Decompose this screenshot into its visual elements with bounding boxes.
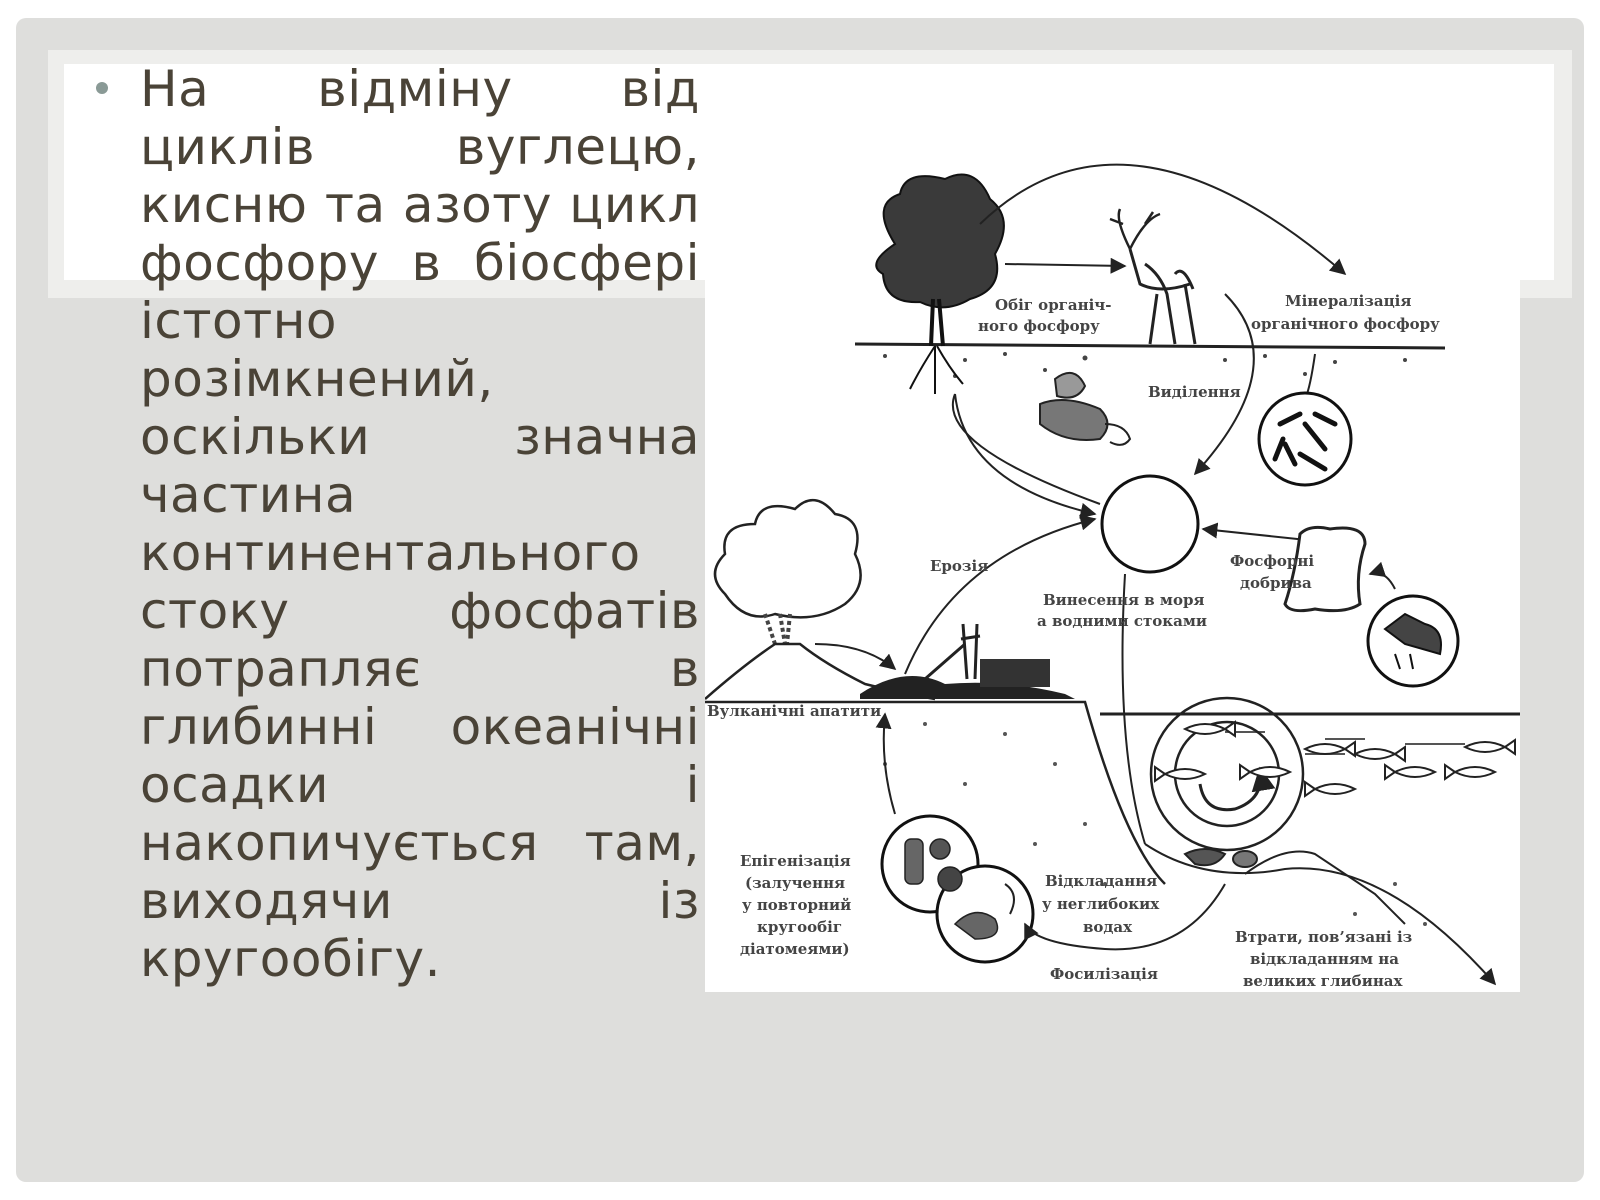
diatom-circles-icon	[880, 814, 1035, 964]
label-runoff-1: Винесення в моря	[1043, 591, 1205, 609]
arrow-top-arc	[979, 163, 1347, 276]
arrow-volcano	[814, 643, 897, 671]
label-epigen-5: діатомеями)	[740, 940, 850, 958]
label-epigen-1: Епігенізація	[740, 852, 851, 870]
guano-bird-icon	[1366, 594, 1460, 688]
label-volcanic: Вулканічні апатити	[707, 702, 881, 720]
label-losses-3: великих глибинах	[1243, 972, 1404, 990]
bullet-icon	[96, 82, 108, 94]
label-epigen-2: (залучення	[745, 874, 845, 892]
seamount	[1244, 850, 1406, 925]
label-epigen-4: кругообіг	[757, 918, 842, 936]
label-excretion: Виділення	[1148, 383, 1241, 401]
label-fossil: Фосилізація	[1050, 965, 1158, 983]
label-fertilizers-2: добрива	[1240, 574, 1312, 592]
arrow-runoff	[1121, 573, 1146, 845]
arrow-right-loop	[1193, 293, 1255, 476]
deer-icon	[1109, 208, 1197, 345]
diagram-svg: Обіг органіч- ного фосфору Мінералізація…	[705, 163, 1520, 990]
label-losses-2: відкладанням на	[1250, 950, 1399, 968]
diagram-labels: Обіг органіч- ного фосфору Мінералізація…	[707, 292, 1440, 990]
arrow-shallow-deposit	[1024, 883, 1226, 951]
label-shallow-1: Відкладання	[1045, 872, 1157, 890]
label-shallow-2: у неглибоких	[1042, 895, 1160, 913]
volcano-icon	[705, 499, 936, 701]
fertilizer-sack-icon	[1283, 525, 1367, 613]
phosphorus-cycle-diagram: Обіг органіч- ного фосфору Мінералізація…	[705, 124, 1520, 992]
animal-remains-icon	[1039, 371, 1132, 446]
bacteria-icon	[1257, 391, 1353, 487]
mine-icon	[860, 623, 1075, 699]
label-runoff-2: а водними стоками	[1037, 612, 1207, 630]
label-mineralization-1: Мінералізація	[1285, 292, 1411, 310]
slide-body-text: На відміну від циклів вуглецю, кисню та …	[140, 60, 700, 988]
label-losses-1: Втрати, пов’язані із	[1235, 928, 1412, 946]
arrow-left-loop-2	[951, 393, 1101, 505]
label-organic-cycle-2: ного фосфору	[978, 317, 1100, 335]
arrow-epigenization	[875, 712, 896, 815]
tree-icon	[875, 173, 1005, 394]
crustacean-icon	[1183, 848, 1258, 868]
fish-icons	[1154, 720, 1516, 798]
label-shallow-3: водах	[1083, 918, 1133, 936]
arrow-left-loop	[954, 393, 1097, 519]
arrow-erosion	[904, 514, 1097, 675]
label-erosion: Ерозія	[930, 557, 988, 575]
ground-line	[854, 342, 1446, 378]
label-mineralization-2: органічного фосфору	[1251, 315, 1440, 333]
label-organic-cycle-1: Обіг органіч-	[995, 296, 1111, 314]
label-fertilizers-1: Фосфорні	[1230, 552, 1314, 570]
coastline	[705, 700, 1166, 885]
arrow-deep-losses	[1144, 843, 1497, 986]
phosphate-pool-circle	[1100, 474, 1200, 574]
label-epigen-3: у повторний	[742, 896, 851, 914]
arrow-tree-deer	[1004, 257, 1127, 274]
arrow-bird-fertilizer	[1368, 561, 1396, 590]
